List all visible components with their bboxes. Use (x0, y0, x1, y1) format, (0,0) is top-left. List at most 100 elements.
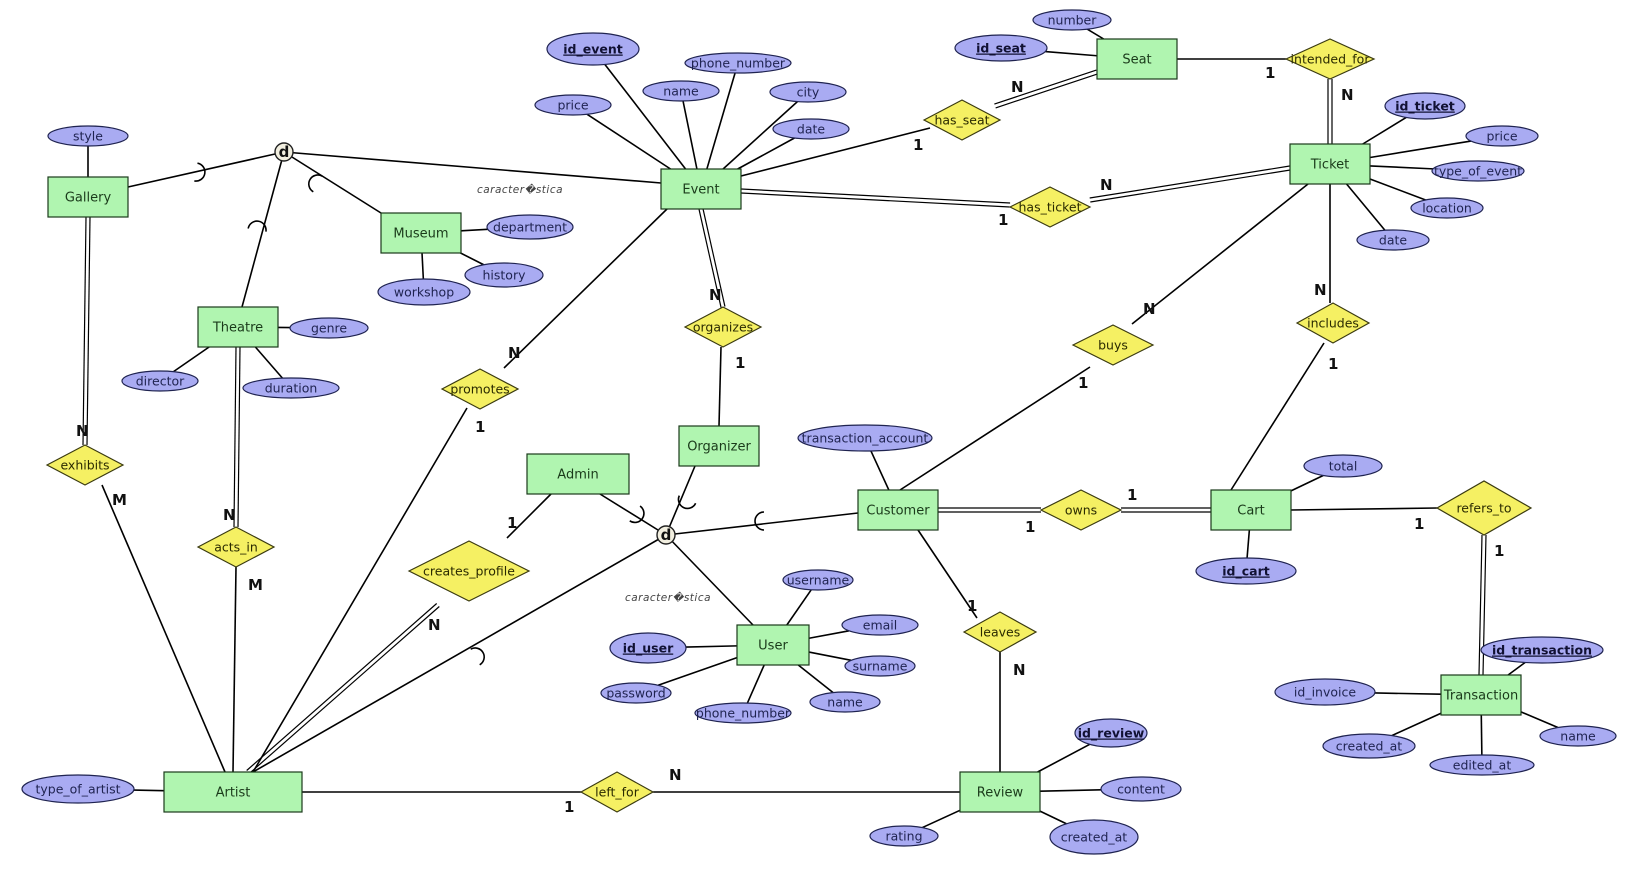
entity-organizer[interactable]: Organizer (678, 425, 760, 467)
attribute-duration[interactable]: duration (242, 377, 340, 399)
attribute-date[interactable]: date (772, 118, 850, 140)
attribute-label: created_at (1061, 830, 1128, 845)
key-attribute-id-transaction[interactable]: id_transaction (1480, 636, 1604, 664)
relationship-label: creates_profile (423, 564, 515, 579)
attribute-label: id_transaction (1492, 643, 1592, 659)
attribute-link (870, 450, 890, 491)
attribute-name[interactable]: name (1539, 725, 1617, 747)
cardinality-label: 1 (1328, 355, 1338, 373)
attribute-type-of-artist[interactable]: type_of_artist (21, 774, 135, 804)
relationship-has-seat[interactable]: has_seat (922, 99, 1002, 141)
cardinality-label: 1 (998, 211, 1008, 229)
entity-seat[interactable]: Seat (1096, 38, 1178, 80)
attribute-history[interactable]: history (464, 262, 544, 288)
attribute-surname[interactable]: surname (844, 655, 916, 677)
cardinality-label: N (223, 506, 236, 524)
attribute-password[interactable]: password (600, 682, 672, 704)
relationship-has-ticket[interactable]: has_ticket (1008, 186, 1092, 228)
attribute-name[interactable]: name (642, 80, 720, 102)
disjoint-specialization-node[interactable]: d (656, 525, 676, 545)
relationship-exhibits[interactable]: exhibits (45, 444, 125, 486)
attribute-name[interactable]: name (809, 691, 881, 713)
subset-symbol-icon (754, 511, 765, 531)
cardinality-label: N (428, 616, 441, 634)
entity-gallery[interactable]: Gallery (47, 176, 129, 218)
attribute-price[interactable]: price (1465, 125, 1539, 147)
relationship-refers-to[interactable]: refers_to (1435, 480, 1533, 536)
key-attribute-id-ticket[interactable]: id_ticket (1384, 92, 1466, 120)
attribute-phone-number[interactable]: phone_number (694, 702, 792, 724)
relationship-organizes[interactable]: organizes (683, 306, 763, 348)
attribute-created-at[interactable]: created_at (1322, 733, 1416, 759)
attribute-director[interactable]: director (121, 370, 199, 392)
subset-symbol-icon (247, 220, 267, 232)
disjoint-specialization-node[interactable]: d (274, 142, 294, 162)
attribute-created-at[interactable]: created_at (1049, 819, 1139, 855)
attribute-number[interactable]: number (1032, 9, 1112, 31)
attribute-genre[interactable]: genre (289, 317, 369, 339)
attribute-total[interactable]: total (1303, 454, 1383, 478)
relationship-left-for[interactable]: left_for (579, 771, 655, 813)
attribute-label: department (493, 220, 567, 235)
attribute-label: location (1422, 201, 1472, 216)
relationship-buys[interactable]: buys (1071, 324, 1155, 366)
relationship-owns[interactable]: owns (1039, 489, 1123, 531)
cardinality-label: N (1314, 281, 1327, 299)
entity-museum[interactable]: Museum (380, 212, 462, 254)
subset-symbol-icon (470, 647, 485, 666)
entity-customer[interactable]: Customer (857, 489, 939, 531)
entity-cart[interactable]: Cart (1210, 489, 1292, 531)
attribute-link (808, 651, 852, 662)
attribute-link (657, 656, 738, 687)
key-attribute-id-event[interactable]: id_event (546, 32, 640, 66)
attribute-phone-number[interactable]: phone_number (684, 52, 792, 74)
relationship-leaves[interactable]: leaves (962, 611, 1038, 653)
attribute-type-of-event[interactable]: type_of_event (1431, 160, 1525, 182)
entity-theatre[interactable]: Theatre (197, 306, 279, 348)
entity-admin[interactable]: Admin (526, 453, 630, 495)
relationship-creates-profile[interactable]: creates_profile (407, 540, 531, 602)
attribute-link (682, 100, 698, 170)
attribute-department[interactable]: department (486, 214, 574, 240)
attribute-label: type_of_artist (35, 782, 120, 797)
entity-transaction[interactable]: Transaction (1440, 674, 1522, 716)
entity-artist[interactable]: Artist (163, 771, 303, 813)
attribute-label: phone_number (691, 56, 786, 71)
attribute-price[interactable]: price (534, 94, 612, 116)
attribute-id-invoice[interactable]: id_invoice (1274, 678, 1376, 706)
cardinality-label: 1 (1078, 374, 1088, 392)
cardinality-label: N (669, 766, 682, 784)
key-attribute-id-cart[interactable]: id_cart (1195, 557, 1297, 585)
attribute-label: email (863, 618, 897, 633)
relationship-acts-in[interactable]: acts_in (196, 526, 276, 568)
attribute-link (1246, 529, 1251, 559)
attribute-date[interactable]: date (1356, 229, 1430, 251)
relationship-includes[interactable]: includes (1295, 302, 1371, 344)
attribute-transaction-account[interactable]: transaction_account (797, 424, 933, 452)
attribute-city[interactable]: city (769, 81, 847, 103)
relationship-label: includes (1307, 316, 1359, 331)
relationship-link (232, 566, 237, 773)
attribute-rating[interactable]: rating (869, 825, 939, 847)
attribute-location[interactable]: location (1410, 197, 1484, 219)
key-attribute-id-seat[interactable]: id_seat (954, 34, 1048, 62)
entity-user[interactable]: User (736, 624, 810, 666)
attribute-edited-at[interactable]: edited_at (1429, 754, 1535, 776)
attribute-content[interactable]: content (1100, 776, 1182, 802)
entity-event[interactable]: Event (660, 168, 742, 210)
relationship-promotes[interactable]: promotes (440, 368, 520, 410)
attribute-link (1369, 140, 1472, 159)
attribute-label: edited_at (1453, 758, 1512, 773)
key-attribute-id-review[interactable]: id_review (1074, 718, 1148, 748)
key-attribute-id-user[interactable]: id_user (609, 632, 687, 664)
attribute-style[interactable]: style (47, 125, 129, 147)
relationship-label: leaves (980, 625, 1020, 640)
relationship-link (1089, 165, 1291, 203)
attribute-workshop[interactable]: workshop (377, 278, 471, 306)
cardinality-label: N (1143, 300, 1156, 318)
attribute-email[interactable]: email (841, 614, 919, 636)
relationship-intended-for[interactable]: intended_for (1284, 38, 1376, 80)
entity-ticket[interactable]: Ticket (1289, 143, 1371, 185)
attribute-username[interactable]: username (782, 569, 854, 591)
entity-review[interactable]: Review (959, 771, 1041, 813)
